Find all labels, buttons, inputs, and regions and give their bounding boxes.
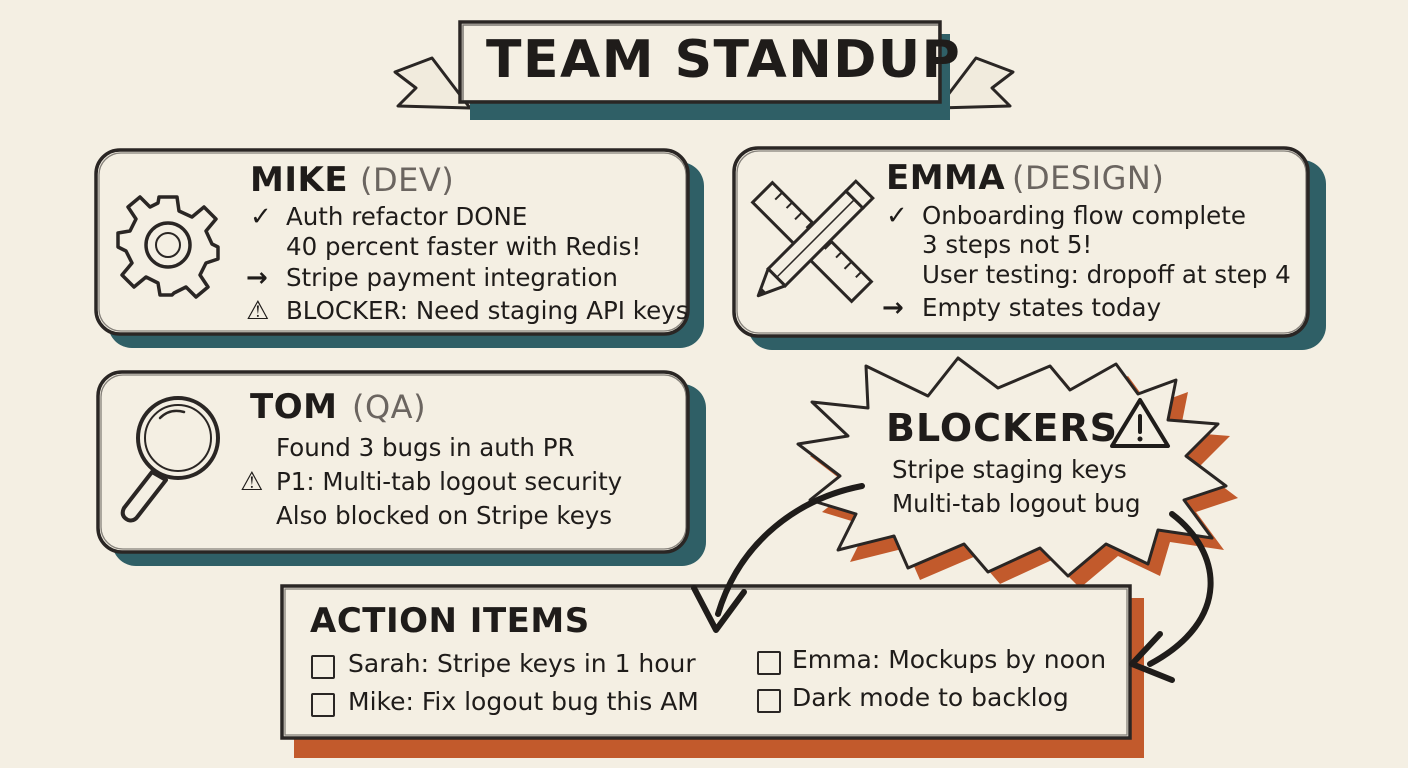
warning-icon	[1110, 398, 1170, 448]
warning-icon: ⚠	[246, 296, 270, 326]
tom-card-frame	[96, 370, 706, 566]
mike-line-1: Auth refactor DONE	[286, 202, 528, 231]
tom-line-1: Found 3 bugs in auth PR	[276, 433, 575, 462]
checkbox[interactable]	[757, 689, 781, 713]
mike-line-3: Stripe payment integration	[286, 263, 618, 292]
warning-icon: ⚠	[240, 467, 264, 497]
mike-card-frame	[94, 148, 704, 348]
arrow-to-actions-right	[1129, 511, 1214, 683]
action-item-1: Sarah: Stripe keys in 1 hour	[348, 649, 696, 678]
arrow-right-icon: →	[882, 293, 904, 323]
checkmark-icon: ✓	[250, 202, 272, 232]
action-item-4: Dark mode to backlog	[792, 683, 1069, 712]
blocker-item-1: Stripe staging keys	[892, 455, 1127, 484]
magnifying-glass-icon	[120, 396, 220, 523]
action-items-title: ACTION ITEMS	[310, 601, 590, 641]
action-item-3: Emma: Mockups by noon	[792, 645, 1107, 674]
blockers-burst	[796, 356, 1238, 588]
checkbox[interactable]	[757, 651, 781, 675]
tom-role: (QA)	[352, 388, 427, 426]
mike-line-2: 40 percent faster with Redis!	[286, 232, 642, 261]
emma-card-frame	[732, 146, 1326, 350]
page-title: TEAM STANDUP	[486, 30, 962, 90]
emma-role: (DESIGN)	[1012, 159, 1165, 197]
tom-name: TOM	[250, 387, 338, 427]
checkbox[interactable]	[311, 655, 335, 679]
blockers-title: BLOCKERS	[886, 406, 1119, 450]
action-items-frame	[280, 584, 1144, 758]
checkmark-icon: ✓	[886, 201, 908, 231]
mike-name: MIKE	[250, 160, 349, 200]
checkbox[interactable]	[311, 693, 335, 717]
blocker-item-2: Multi-tab logout bug	[892, 489, 1141, 518]
arrow-to-actions-left	[691, 483, 865, 633]
emma-line-3: User testing: dropoff at step 4	[922, 260, 1291, 289]
emma-line-4: Empty states today	[922, 293, 1162, 322]
title-banner	[393, 20, 1015, 120]
arrow-right-icon: →	[246, 263, 268, 293]
mike-line-4: BLOCKER: Need staging API keys	[286, 296, 689, 325]
tom-line-2: P1: Multi-tab logout security	[276, 467, 623, 496]
emma-name: EMMA	[886, 158, 1006, 198]
gear-icon	[116, 195, 220, 299]
mike-role: (DEV)	[360, 161, 455, 199]
action-item-2: Mike: Fix logout bug this AM	[348, 687, 699, 716]
pencil-ruler-icon	[750, 179, 875, 304]
tom-line-3: Also blocked on Stripe keys	[276, 501, 613, 530]
emma-line-2: 3 steps not 5!	[922, 230, 1093, 259]
emma-line-1: Onboarding flow complete	[922, 201, 1246, 230]
